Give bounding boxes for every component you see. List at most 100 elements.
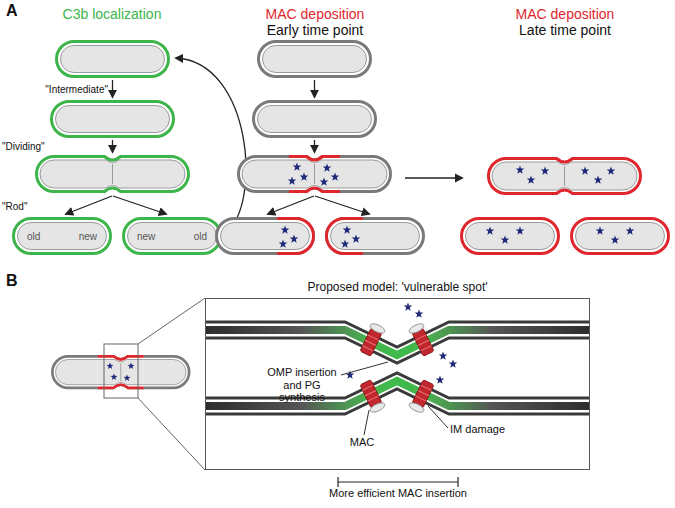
time-arrow — [405, 177, 462, 178]
mac-star — [320, 178, 329, 186]
dividing-cell — [239, 157, 391, 192]
intermediate-cell — [254, 102, 376, 137]
mac-star — [449, 360, 458, 368]
leader-line — [364, 410, 369, 435]
mac-star — [596, 227, 605, 235]
c3b-column — [14, 42, 247, 254]
leader-line — [341, 362, 388, 375]
mac-star — [436, 376, 445, 384]
model-inset: Proposed model: 'vulnerable spot' — [205, 298, 590, 470]
mac-early-column — [217, 42, 463, 254]
rod-cell — [57, 42, 169, 77]
arrow — [314, 140, 315, 152]
mac-star — [124, 374, 131, 381]
zoom-line — [138, 398, 205, 470]
callout-text: IM damage — [450, 423, 540, 436]
dividing-cell — [489, 159, 641, 194]
mac-deposit — [277, 219, 314, 254]
pole-label: old — [27, 231, 40, 242]
mac-pore — [408, 322, 436, 357]
mac-pore — [358, 379, 386, 414]
mac-star — [290, 235, 299, 243]
daughter-cell — [462, 219, 559, 254]
column-heading: C3b localization — [27, 6, 197, 22]
stage-label: "Dividing" — [2, 141, 82, 153]
daughter-cell — [327, 219, 424, 254]
mac-star — [607, 167, 616, 175]
mac-star — [415, 310, 424, 318]
mac-star — [501, 236, 510, 244]
daughter-cell — [572, 219, 669, 254]
arrow — [112, 80, 113, 97]
dividing-cell — [37, 157, 189, 192]
mac-pore — [358, 322, 386, 357]
mac-star — [331, 173, 340, 181]
daughter-cell — [217, 219, 314, 254]
column-heading: MAC deposition — [480, 6, 650, 22]
daughter-cell — [14, 219, 111, 254]
mac-star — [404, 303, 413, 311]
mac-star — [626, 227, 635, 235]
arrow — [112, 140, 113, 152]
column-subheading: Late time point — [480, 22, 650, 38]
mac-star — [439, 352, 448, 360]
arrow — [66, 196, 112, 214]
mac-star — [281, 226, 290, 234]
leader-line — [428, 406, 448, 428]
pole-label: old — [194, 231, 207, 242]
mac-star — [352, 235, 361, 243]
mac-star — [486, 227, 495, 235]
mac-star — [343, 226, 352, 234]
callout-text: MAC — [337, 436, 387, 449]
model-panel — [52, 298, 589, 487]
panel-letter: A — [6, 2, 36, 20]
pole-label: new — [137, 231, 155, 242]
mac-star — [516, 166, 525, 174]
mac-star — [300, 173, 309, 181]
extent-bracket — [338, 477, 458, 487]
mac-deposit — [289, 157, 340, 192]
intermediate-cell — [52, 102, 174, 137]
arrow — [314, 80, 315, 97]
mac-late-column — [462, 159, 669, 254]
mac-star — [279, 240, 288, 248]
mac-star — [516, 227, 525, 235]
mac-star — [323, 164, 332, 172]
stage-label: "Rod" — [2, 201, 62, 213]
stage-label: "Intermediate" — [4, 84, 108, 96]
peptidoglycan — [206, 330, 589, 355]
rod-cell: new old — [122, 217, 222, 255]
arrow — [268, 196, 314, 214]
mac-star — [128, 362, 135, 369]
column-heading: MAC deposition — [230, 6, 400, 22]
mac-star — [594, 176, 603, 184]
arrow — [113, 196, 166, 214]
mac-star — [107, 362, 114, 369]
inset-heading: Proposed model: 'vulnerable spot' — [206, 280, 589, 294]
rod-cell: oldnew — [12, 217, 112, 255]
extent-label: More efficient MAC insertion — [278, 487, 518, 500]
dividing-cell — [52, 356, 189, 388]
panel-letter: B — [6, 272, 36, 290]
peptidoglycan — [206, 381, 589, 406]
zoom-line — [138, 298, 205, 344]
mac-star — [293, 163, 302, 171]
mac-deposit — [98, 356, 144, 388]
mac-deposit — [327, 219, 364, 254]
mac-star — [341, 240, 350, 248]
mac-pore — [408, 379, 436, 414]
mac-star — [288, 177, 297, 185]
mac-star — [541, 167, 550, 175]
cycle-arrow — [176, 58, 246, 232]
arrow — [315, 196, 369, 214]
outer-membrane — [206, 322, 589, 347]
mac-star — [611, 236, 620, 244]
callout-text: OMP insertion and PG synthesis — [264, 366, 340, 404]
rod-cell — [259, 42, 371, 77]
mac-star — [527, 176, 536, 184]
mac-star — [581, 167, 590, 175]
daughter-cell — [124, 219, 221, 254]
inner-membrane — [206, 338, 589, 363]
